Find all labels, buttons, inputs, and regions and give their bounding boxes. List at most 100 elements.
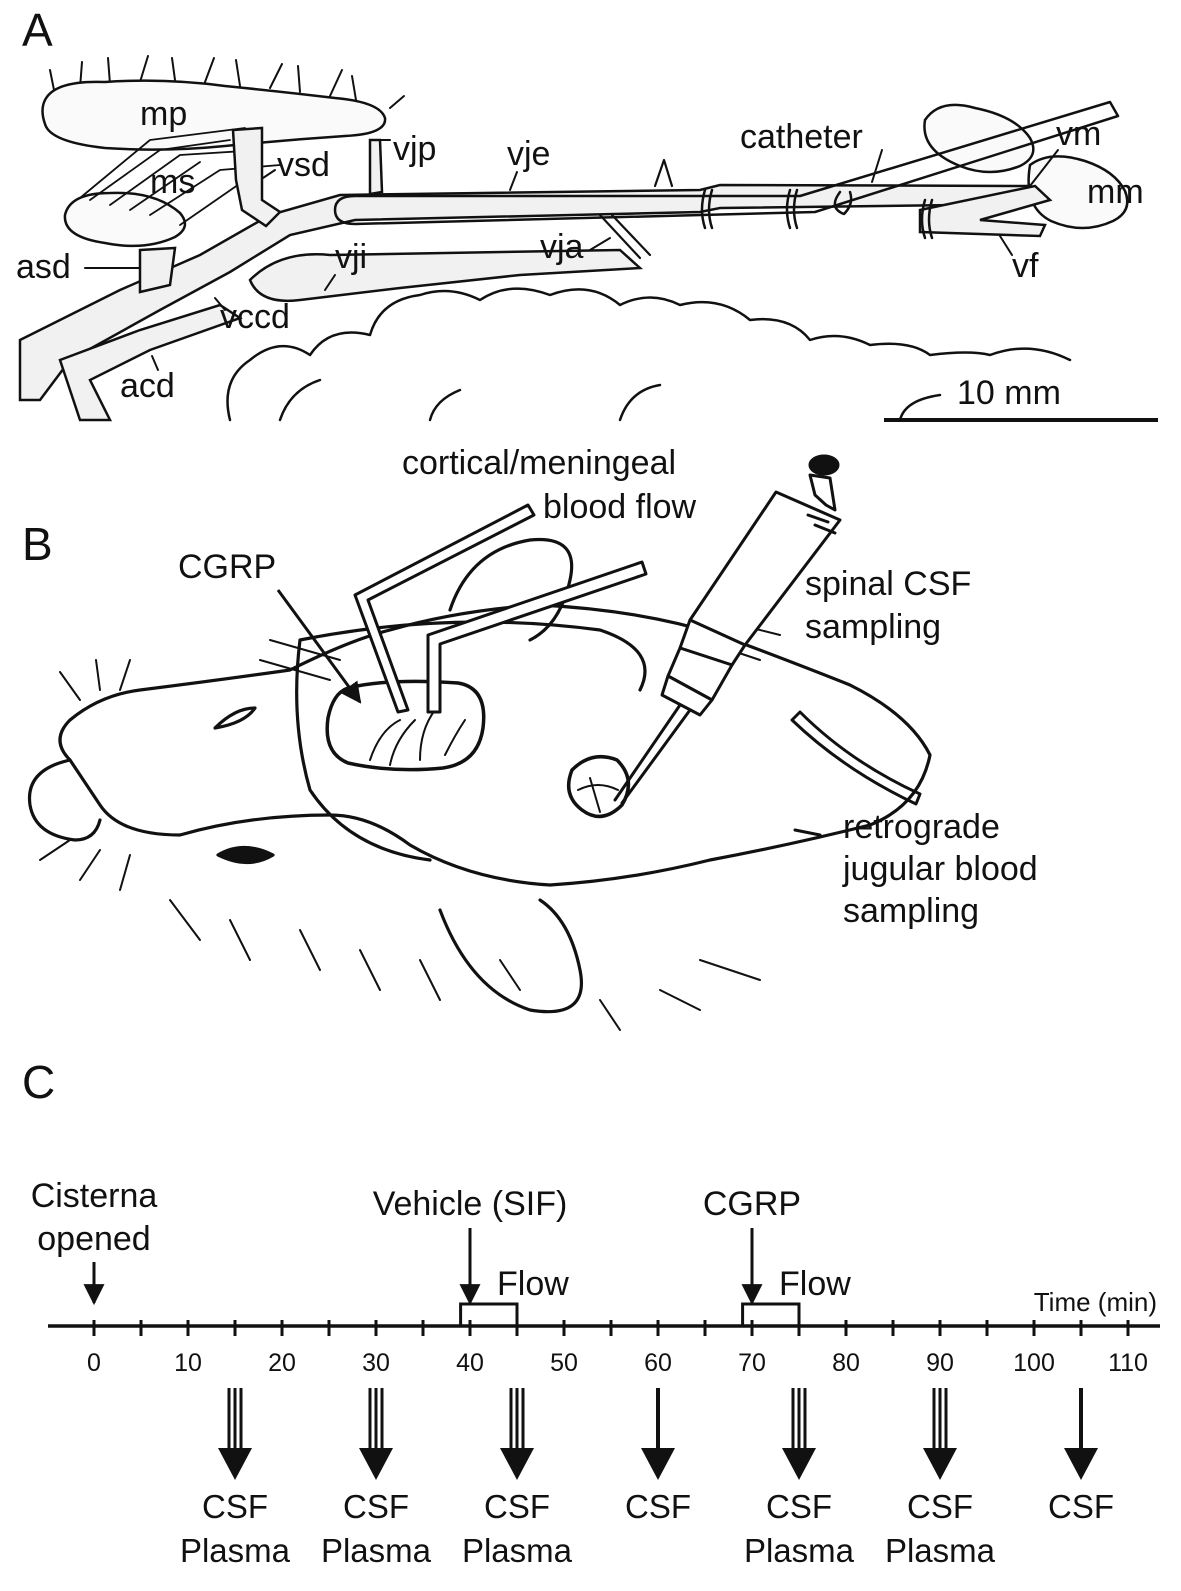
label-vje: vje xyxy=(507,135,550,173)
label-vja: vja xyxy=(540,228,584,266)
time-axis-label: Time (min) xyxy=(1034,1287,1157,1317)
vein-vf xyxy=(918,184,1053,238)
timeline-events: Cisterna opened Vehicle (SIF) Flow CGRP Flow xyxy=(31,1177,851,1326)
scale-bar-label: 10 mm xyxy=(957,374,1061,412)
rat-eye-bottom xyxy=(216,845,275,865)
panel-letter-b: B xyxy=(22,518,53,570)
catheter xyxy=(333,100,1120,240)
sample-label-csf: CSF xyxy=(625,1488,691,1525)
cisterna-opening xyxy=(566,754,631,819)
doppler-probes xyxy=(353,503,648,714)
event-label-line2: opened xyxy=(37,1220,150,1258)
sample-label-plasma: Plasma xyxy=(462,1532,573,1569)
timeline-major-ticks xyxy=(92,1320,1130,1336)
flow-label: Flow xyxy=(497,1265,569,1303)
vein-vja-branch xyxy=(598,213,652,260)
tick-label: 10 xyxy=(174,1349,202,1377)
rat-eye-top xyxy=(213,706,257,730)
sampling-arrows: CSF Plasma CSF Plasma CSF Plasma CSF CSF Plasma C… xyxy=(180,1388,1114,1569)
label-vjp: vjp xyxy=(393,130,436,168)
rat-drawing xyxy=(27,537,932,1014)
craniotomy-window xyxy=(325,679,486,772)
sample-label-plasma: Plasma xyxy=(321,1532,432,1569)
sample-arrow-head xyxy=(218,1448,252,1480)
rat-ear-bottom xyxy=(438,898,583,1014)
tissue-outline xyxy=(226,287,1072,422)
event-label: Cisterna xyxy=(31,1177,158,1215)
label-ms: ms xyxy=(150,163,195,201)
label-flow-line2: blood flow xyxy=(543,488,697,526)
label-vccd: vccd xyxy=(220,298,290,336)
muscle-ms xyxy=(79,127,281,226)
rat-ear-top xyxy=(448,537,574,642)
vein-vjp xyxy=(368,138,384,196)
label-jug-line2: jugular blood xyxy=(842,850,1038,888)
sample-label-csf: CSF xyxy=(907,1488,973,1525)
sample-label-plasma: Plasma xyxy=(744,1532,855,1569)
sample-arrow-head xyxy=(359,1448,393,1480)
fur-lines xyxy=(49,55,405,109)
scale-bar: 10 mm xyxy=(884,374,1158,422)
label-catheter: catheter xyxy=(740,118,863,156)
label-vm: vm xyxy=(1056,115,1101,153)
panel-a-labels: mp ms vsd vjp vje catheter vm mm asd vji… xyxy=(16,95,1144,405)
rat-skin-flap xyxy=(295,620,647,862)
tick-label: 30 xyxy=(362,1349,390,1377)
csf-syringe xyxy=(613,454,842,805)
tick-label: 90 xyxy=(926,1349,954,1377)
sample-label-csf: CSF xyxy=(202,1488,268,1525)
label-leaders xyxy=(84,139,1059,371)
label-vf: vf xyxy=(1012,247,1039,285)
label-vji: vji xyxy=(335,238,367,276)
tick-label: 20 xyxy=(268,1349,296,1377)
label-vsd: vsd xyxy=(277,146,330,184)
label-mp: mp xyxy=(140,95,187,133)
cgrp-arrow xyxy=(276,589,362,704)
vein-vji xyxy=(248,248,644,303)
sample-label-plasma: Plasma xyxy=(885,1532,996,1569)
vein-asd xyxy=(138,246,177,294)
label-acd: acd xyxy=(120,367,175,405)
label-jug-line3: sampling xyxy=(843,892,979,930)
tick-label: 50 xyxy=(550,1349,578,1377)
sample-label-csf: CSF xyxy=(343,1488,409,1525)
sample-label-csf: CSF xyxy=(1048,1488,1114,1525)
gland-mp xyxy=(41,79,387,151)
flow-window-bracket xyxy=(459,1302,519,1326)
veins xyxy=(18,126,1053,422)
gland-mm xyxy=(1027,155,1129,230)
vein-branch-small xyxy=(653,158,674,188)
sample-arrow-head xyxy=(641,1448,675,1480)
event-label: Vehicle (SIF) xyxy=(373,1185,568,1223)
tick-label: 60 xyxy=(644,1349,672,1377)
tick-label: 110 xyxy=(1108,1349,1148,1377)
vein-vsd xyxy=(231,126,282,228)
panel-b-labels: CGRP cortical/meningeal blood flow spina… xyxy=(178,444,1038,930)
jugular-catheter-end xyxy=(793,828,822,837)
event-label: CGRP xyxy=(703,1185,801,1223)
vein-lower-branch xyxy=(58,303,243,422)
rat-snout xyxy=(27,758,102,842)
flow-label: Flow xyxy=(779,1265,851,1303)
sample-arrow-head xyxy=(923,1448,957,1480)
sample-arrow-head xyxy=(1064,1448,1098,1480)
panel-letter-c: C xyxy=(22,1056,55,1108)
rat-head-outline xyxy=(58,603,932,887)
label-flow-line1: cortical/meningeal xyxy=(402,444,676,482)
label-cgrp: CGRP xyxy=(178,548,276,586)
panel-letter-a: A xyxy=(22,4,53,56)
sample-label-csf: CSF xyxy=(766,1488,832,1525)
sample-label-plasma: Plasma xyxy=(180,1532,291,1569)
tick-label: 100 xyxy=(1013,1349,1055,1377)
label-asd: asd xyxy=(16,248,71,286)
tick-label: 70 xyxy=(738,1349,766,1377)
tick-label: 0 xyxy=(87,1349,101,1377)
flow-window-bracket xyxy=(741,1302,801,1326)
label-csf-line2: sampling xyxy=(805,608,941,646)
gland-vm xyxy=(923,103,1035,174)
sample-arrow-head xyxy=(782,1448,816,1480)
tick-label: 40 xyxy=(456,1349,484,1377)
